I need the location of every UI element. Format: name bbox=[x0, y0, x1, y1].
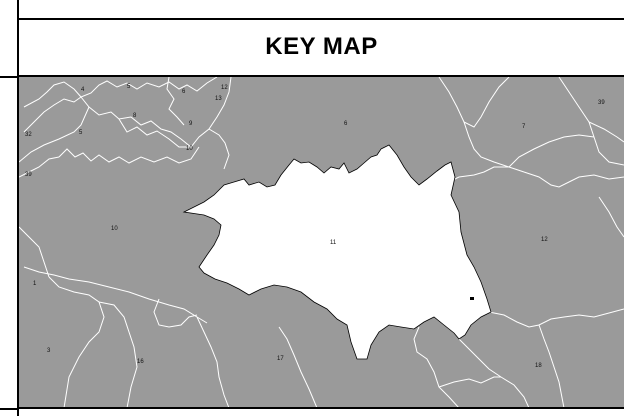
boundary-w-3 bbox=[48, 276, 105, 408]
boundary-lines bbox=[19, 77, 624, 408]
region-label-10b: 10 bbox=[111, 226, 118, 232]
boundary-ne-6 bbox=[523, 171, 624, 188]
region-label-32: 32 bbox=[25, 132, 32, 138]
region-label-9: 9 bbox=[189, 121, 193, 127]
boundary-w-2 bbox=[23, 266, 208, 324]
region-label-17: 17 bbox=[277, 356, 284, 362]
boundary-ne-7 bbox=[448, 166, 509, 183]
region-label-10a: 10 bbox=[186, 146, 193, 152]
boundary-w-1 bbox=[19, 226, 50, 278]
region-label-11: 11 bbox=[330, 240, 337, 246]
boundary-w-6 bbox=[196, 316, 230, 408]
boundary-w-4 bbox=[153, 298, 198, 328]
map-bottom-line bbox=[19, 407, 624, 409]
boundary-nw-5 bbox=[58, 146, 200, 164]
boundary-nw-3 bbox=[23, 96, 82, 133]
left-bottom-line bbox=[0, 408, 19, 410]
highlighted-region-11[interactable] bbox=[182, 144, 492, 360]
region-label-5a: 5 bbox=[127, 84, 131, 90]
left-divider-line bbox=[0, 76, 19, 78]
region-label-12a: 12 bbox=[221, 85, 228, 91]
boundary-nw-8 bbox=[19, 156, 60, 178]
left-margin-panel bbox=[0, 0, 19, 416]
boundary-se-5 bbox=[438, 376, 501, 388]
boundary-ne-3 bbox=[558, 77, 624, 166]
boundary-nw-9 bbox=[208, 128, 230, 170]
region-label-18: 18 bbox=[535, 363, 542, 369]
region-label-6b: 6 bbox=[344, 121, 348, 127]
region-label-13: 13 bbox=[215, 96, 222, 102]
boundary-nw-2 bbox=[80, 77, 232, 148]
boundary-w-5 bbox=[98, 301, 138, 408]
region-label-8: 8 bbox=[133, 113, 137, 119]
region-label-6a: 6 bbox=[182, 89, 186, 95]
boundary-nw-7 bbox=[166, 77, 185, 126]
boundary-ne-4 bbox=[508, 134, 595, 168]
boundary-ne-5 bbox=[588, 121, 624, 143]
region-label-3: 3 bbox=[47, 348, 51, 354]
region-label-5b: 5 bbox=[79, 130, 83, 136]
highlight-marker bbox=[470, 297, 474, 300]
boundary-nw-1 bbox=[23, 77, 218, 108]
boundary-se-4 bbox=[413, 326, 460, 408]
region-label-4: 4 bbox=[81, 87, 85, 93]
boundary-nw-4 bbox=[19, 106, 90, 163]
region-label-12b: 12 bbox=[541, 237, 548, 243]
boundary-se-7 bbox=[598, 196, 624, 238]
region-label-7: 7 bbox=[522, 124, 526, 130]
boundary-se-6 bbox=[278, 326, 318, 408]
title-top-line bbox=[19, 18, 624, 20]
boundary-se-1 bbox=[488, 308, 624, 328]
region-label-1: 1 bbox=[33, 281, 37, 287]
boundary-ne-1 bbox=[438, 77, 510, 128]
map-title: KEY MAP bbox=[265, 32, 378, 60]
region-label-39b: 39 bbox=[598, 100, 605, 106]
boundary-nw-6 bbox=[118, 118, 191, 148]
title-panel: KEY MAP bbox=[19, 0, 624, 77]
region-label-39a: 39 bbox=[25, 172, 32, 178]
boundary-se-3 bbox=[458, 338, 530, 408]
region-label-16: 16 bbox=[137, 359, 144, 365]
boundary-se-2 bbox=[538, 324, 565, 408]
